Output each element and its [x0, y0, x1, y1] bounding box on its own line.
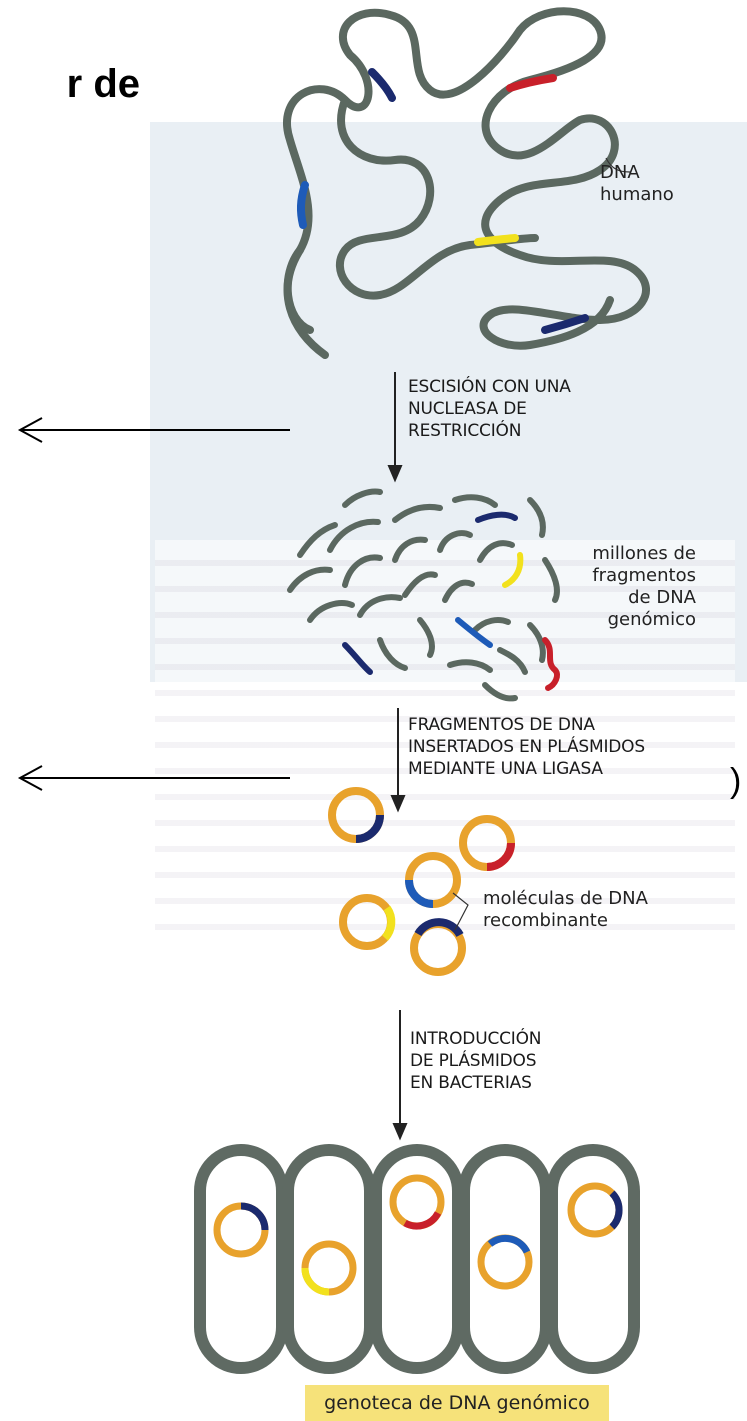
human-dna-label: DNA humano [600, 162, 674, 205]
recombinant-leader [452, 892, 469, 931]
human-dna-strand [283, 7, 650, 359]
dna-fragments-label: millones de fragmentos de DNA genómico [592, 543, 696, 630]
slide-arrow-bottom [17, 765, 290, 791]
bacterium-2 [282, 1144, 376, 1374]
step-ligation-label: FRAGMENTOS DE DNA INSERTADOS EN PLÁSMIDO… [408, 715, 645, 779]
dna-fragments [287, 488, 560, 702]
step-arrow-3 [392, 1010, 408, 1141]
step-arrow-2 [390, 708, 406, 813]
slide-right-paren: ) [730, 762, 742, 800]
recombinant-plasmids [328, 787, 515, 976]
step-arrow-1 [387, 372, 403, 483]
genomic-library-caption: genoteca de DNA genómico [305, 1385, 609, 1421]
slide-arrow-top [17, 417, 290, 443]
human-dna-leader [605, 157, 631, 173]
step-cleavage-label: ESCISIÓN CON UNA NUCLEASA DE RESTRICCIÓN [408, 377, 571, 441]
bacterium-1 [194, 1144, 288, 1374]
step-introduction-label: INTRODUCCIÓN DE PLÁSMIDOS EN BACTERIAS [410, 1029, 542, 1093]
bacteria-row [194, 1144, 640, 1374]
bacterium-4 [458, 1144, 552, 1374]
show-through-text [155, 540, 735, 930]
slide-title-fragment: r de [66, 62, 140, 106]
bacterium-5 [546, 1144, 640, 1374]
bacterium-3 [370, 1144, 464, 1374]
recombinant-molecules-label: moléculas de DNA recombinante [483, 888, 648, 931]
